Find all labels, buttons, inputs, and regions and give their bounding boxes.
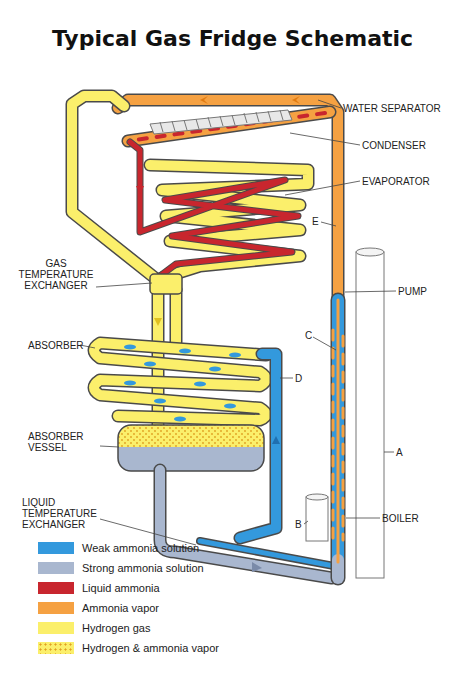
gas-exchanger-pipes — [150, 274, 182, 294]
legend-text: Ammonia vapor — [82, 601, 159, 615]
hydrogen-pipe — [72, 96, 160, 282]
liquid-ammonia-pipe — [130, 142, 298, 276]
burner-cylinder — [306, 494, 328, 541]
flue-cylinder — [356, 248, 384, 578]
legend-text: Hydrogen & ammonia vapor — [82, 641, 219, 655]
leader-lines — [96, 283, 152, 287]
flue-cylinder — [356, 248, 384, 256]
absorber-coil — [144, 362, 156, 367]
part-label: B — [295, 519, 302, 530]
liquid-ammonia-pipe — [130, 142, 298, 276]
boiler-column — [331, 300, 346, 578]
absorber-coil — [179, 349, 191, 354]
weak-solution-pipe — [240, 354, 276, 538]
absorber-coil — [94, 343, 266, 420]
part-label: ABSORBER — [28, 340, 84, 351]
absorber-coil — [224, 404, 236, 409]
part-label: A — [396, 447, 403, 458]
diagram-title: Typical Gas Fridge Schematic — [0, 26, 465, 51]
absorber-vessel — [118, 425, 264, 471]
flow-arrows — [200, 96, 208, 104]
leader-lines — [280, 378, 293, 379]
flow-arrows — [136, 186, 144, 194]
boiler-column — [333, 330, 343, 540]
part-label: E — [312, 216, 319, 227]
condenser-fins — [160, 110, 283, 132]
legend-text: Liquid ammonia — [82, 581, 160, 595]
flue-cylinder — [356, 252, 384, 578]
burner-cylinder — [306, 494, 328, 500]
absorber-coil — [94, 343, 266, 420]
burner-cylinder — [306, 497, 328, 541]
leader-lines — [304, 521, 308, 524]
part-label: GAS TEMPERATURE EXCHANGER — [14, 258, 98, 291]
absorber-vessel — [118, 425, 264, 447]
legend-swatch — [38, 642, 74, 654]
legend-text: Weak ammonia solution — [82, 541, 199, 555]
flow-arrows — [136, 96, 300, 572]
part-label: EVAPORATOR — [362, 176, 430, 187]
boiler-column — [333, 300, 343, 578]
legend-swatch — [38, 562, 74, 574]
leader-lines — [321, 222, 336, 226]
leader-lines — [313, 337, 336, 350]
part-label: C — [305, 330, 312, 341]
flow-arrows — [154, 318, 162, 326]
hydrogen-pipe — [72, 96, 160, 282]
part-label: LIQUID TEMPERATURE EXCHANGER — [22, 497, 102, 530]
part-label: D — [295, 373, 302, 384]
leader-lines — [345, 291, 396, 292]
flow-arrows — [292, 96, 300, 104]
legend-swatch — [38, 582, 74, 594]
boiler-column — [337, 300, 340, 562]
absorber-coil — [154, 399, 166, 404]
leader-lines — [100, 446, 119, 447]
absorber-coil — [124, 381, 136, 386]
absorber-coil — [209, 367, 221, 372]
absorber-coil — [124, 345, 136, 350]
absorber-vessel — [118, 425, 264, 471]
flow-arrows — [272, 436, 280, 444]
liquid-ammonia-pipe — [130, 142, 298, 276]
legend-swatch — [38, 602, 74, 614]
absorber-coil — [229, 353, 241, 358]
absorber-coil — [124, 345, 241, 422]
part-label: ABSORBER VESSEL — [28, 431, 98, 453]
absorber-vessel — [118, 425, 264, 471]
condenser-fins — [150, 110, 292, 134]
absorber-vessel — [118, 425, 264, 471]
legend-swatch — [38, 622, 74, 634]
leader-lines — [290, 133, 360, 145]
part-label: WATER SEPARATOR — [343, 103, 441, 114]
weak-solution-pipe — [200, 541, 334, 566]
leader-lines — [346, 518, 380, 519]
part-label: PUMP — [398, 286, 427, 297]
absorber-coil — [174, 417, 186, 422]
leader-lines — [318, 100, 341, 108]
leader-lines — [80, 100, 396, 545]
legend-text: Strong ammonia solution — [82, 561, 204, 575]
leader-lines — [384, 452, 394, 453]
leader-lines — [100, 519, 196, 545]
legend-text: Hydrogen gas — [82, 621, 151, 635]
weak-solution-pipe — [200, 541, 334, 566]
leader-lines — [285, 181, 360, 195]
condenser-fins — [150, 110, 292, 134]
legend-swatch — [38, 542, 74, 554]
part-label: CONDENSER — [362, 140, 426, 151]
hydrogen-pipe — [72, 96, 160, 282]
part-label: BOILER — [382, 513, 419, 524]
flow-arrows — [252, 562, 262, 572]
absorber-coil — [94, 343, 266, 422]
weak-solution-pipe — [240, 354, 276, 538]
absorber-coil — [194, 382, 206, 387]
weak-solution-pipe — [200, 354, 334, 566]
